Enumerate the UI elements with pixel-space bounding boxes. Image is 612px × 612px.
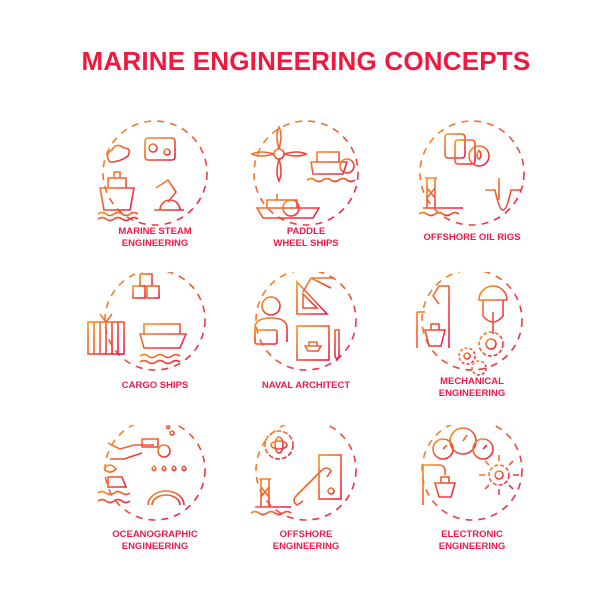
concept-offshore-engineering: OFFSHORE ENGINEERING — [221, 425, 391, 575]
concept-label-line2: WHEEL SHIPS — [273, 238, 339, 249]
concept-label-line1: OFFSHORE OIL RIGS — [423, 232, 521, 243]
concept-naval-architect: NAVAL ARCHITECT — [221, 272, 391, 422]
concept-label-line2: ENGINEERING — [121, 238, 189, 249]
diver-ocean-icon — [97, 425, 206, 521]
steam-engine-ship-icon — [97, 120, 208, 226]
concept-mechanical-engineering: MECHANICAL ENGINEERING — [387, 272, 557, 422]
naval-architect-icon — [254, 272, 357, 371]
concept-label-line2: ENGINEERING — [438, 541, 506, 552]
oil-rig-icon — [418, 120, 525, 226]
mechanical-gears-icon — [416, 272, 523, 376]
concept-electronic-engineering: ELECTRONIC ENGINEERING — [387, 425, 557, 575]
concept-label-line1: PADDLE — [286, 226, 326, 237]
concept-cargo-ships: CARGO SHIPS — [70, 272, 240, 422]
concept-marine-steam: MARINE STEAM ENGINEERING — [70, 118, 240, 268]
concept-label-line1: OCEANOGRAPHIC — [112, 529, 198, 540]
concept-label-line1: OFFSHORE — [279, 529, 333, 540]
concept-label-line1: MECHANICAL — [440, 376, 504, 387]
concept-label-line1: CARGO SHIPS — [121, 380, 189, 391]
concept-label-line1: MARINE STEAM — [118, 226, 192, 237]
concept-label-line2: ENGINEERING — [121, 541, 189, 552]
concept-label-line1: NAVAL ARCHITECT — [261, 380, 351, 391]
paddle-wheel-ship-icon — [250, 120, 359, 226]
concept-offshore-oil-rigs: OFFSHORE OIL RIGS — [387, 118, 557, 268]
cargo-ship-icon — [87, 272, 206, 371]
offshore-wrench-gear-icon — [250, 425, 357, 521]
concept-label-line2: ENGINEERING — [438, 388, 506, 399]
concept-label-line2: ENGINEERING — [272, 541, 340, 552]
concept-paddle-wheel: PADDLE WHEEL SHIPS — [221, 118, 391, 268]
page-title: MARINE ENGINEERING CONCEPTS — [81, 46, 531, 76]
gauges-circuit-icon — [421, 425, 523, 521]
concept-oceanographic-engineering: OCEANOGRAPHIC ENGINEERING — [70, 425, 240, 575]
concept-label-line1: ELECTRONIC — [441, 529, 503, 540]
